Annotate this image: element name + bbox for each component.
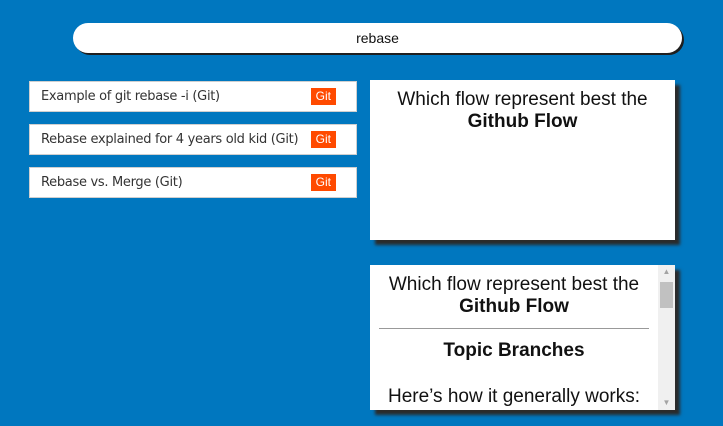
- answer-text: Here’s how it generally works:: [387, 386, 641, 407]
- question-subject: Github Flow: [459, 296, 569, 317]
- card-question: Which flow represent best the Github Flo…: [370, 80, 675, 133]
- result-item[interactable]: Example of git rebase -i (Git) Git: [29, 81, 357, 112]
- result-title: Example of git rebase -i (Git): [41, 89, 220, 104]
- result-item[interactable]: Rebase explained for 4 years old kid (Gi…: [29, 124, 357, 155]
- flashcard-front[interactable]: Which flow represent best the Github Flo…: [370, 80, 675, 240]
- card-question: Which flow represent best the Github Flo…: [370, 265, 658, 318]
- result-title: Rebase explained for 4 years old kid (Gi…: [41, 132, 299, 147]
- result-item[interactable]: Rebase vs. Merge (Git) Git: [29, 167, 357, 198]
- category-badge: Git: [310, 131, 336, 148]
- category-badge: Git: [310, 174, 336, 191]
- scroll-down-icon[interactable]: ▼: [662, 398, 671, 407]
- question-text: Which flow represent best the: [397, 89, 648, 110]
- scroll-thumb[interactable]: [660, 282, 673, 308]
- question-text: Which flow represent best the: [388, 274, 640, 295]
- result-title: Rebase vs. Merge (Git): [41, 175, 183, 190]
- card-content: Which flow represent best the Github Flo…: [370, 265, 658, 408]
- search-results: Example of git rebase -i (Git) Git Rebas…: [29, 81, 357, 210]
- category-badge: Git: [310, 88, 336, 105]
- search-input[interactable]: [73, 29, 682, 47]
- answer-heading: Topic Branches: [443, 340, 585, 361]
- flashcard-back[interactable]: Which flow represent best the Github Flo…: [370, 265, 675, 410]
- scroll-up-icon[interactable]: ▲: [662, 267, 671, 276]
- question-subject: Github Flow: [467, 111, 578, 132]
- scrollbar[interactable]: ▲ ▼: [658, 265, 675, 410]
- search-bar[interactable]: [73, 23, 682, 53]
- divider: [379, 328, 649, 329]
